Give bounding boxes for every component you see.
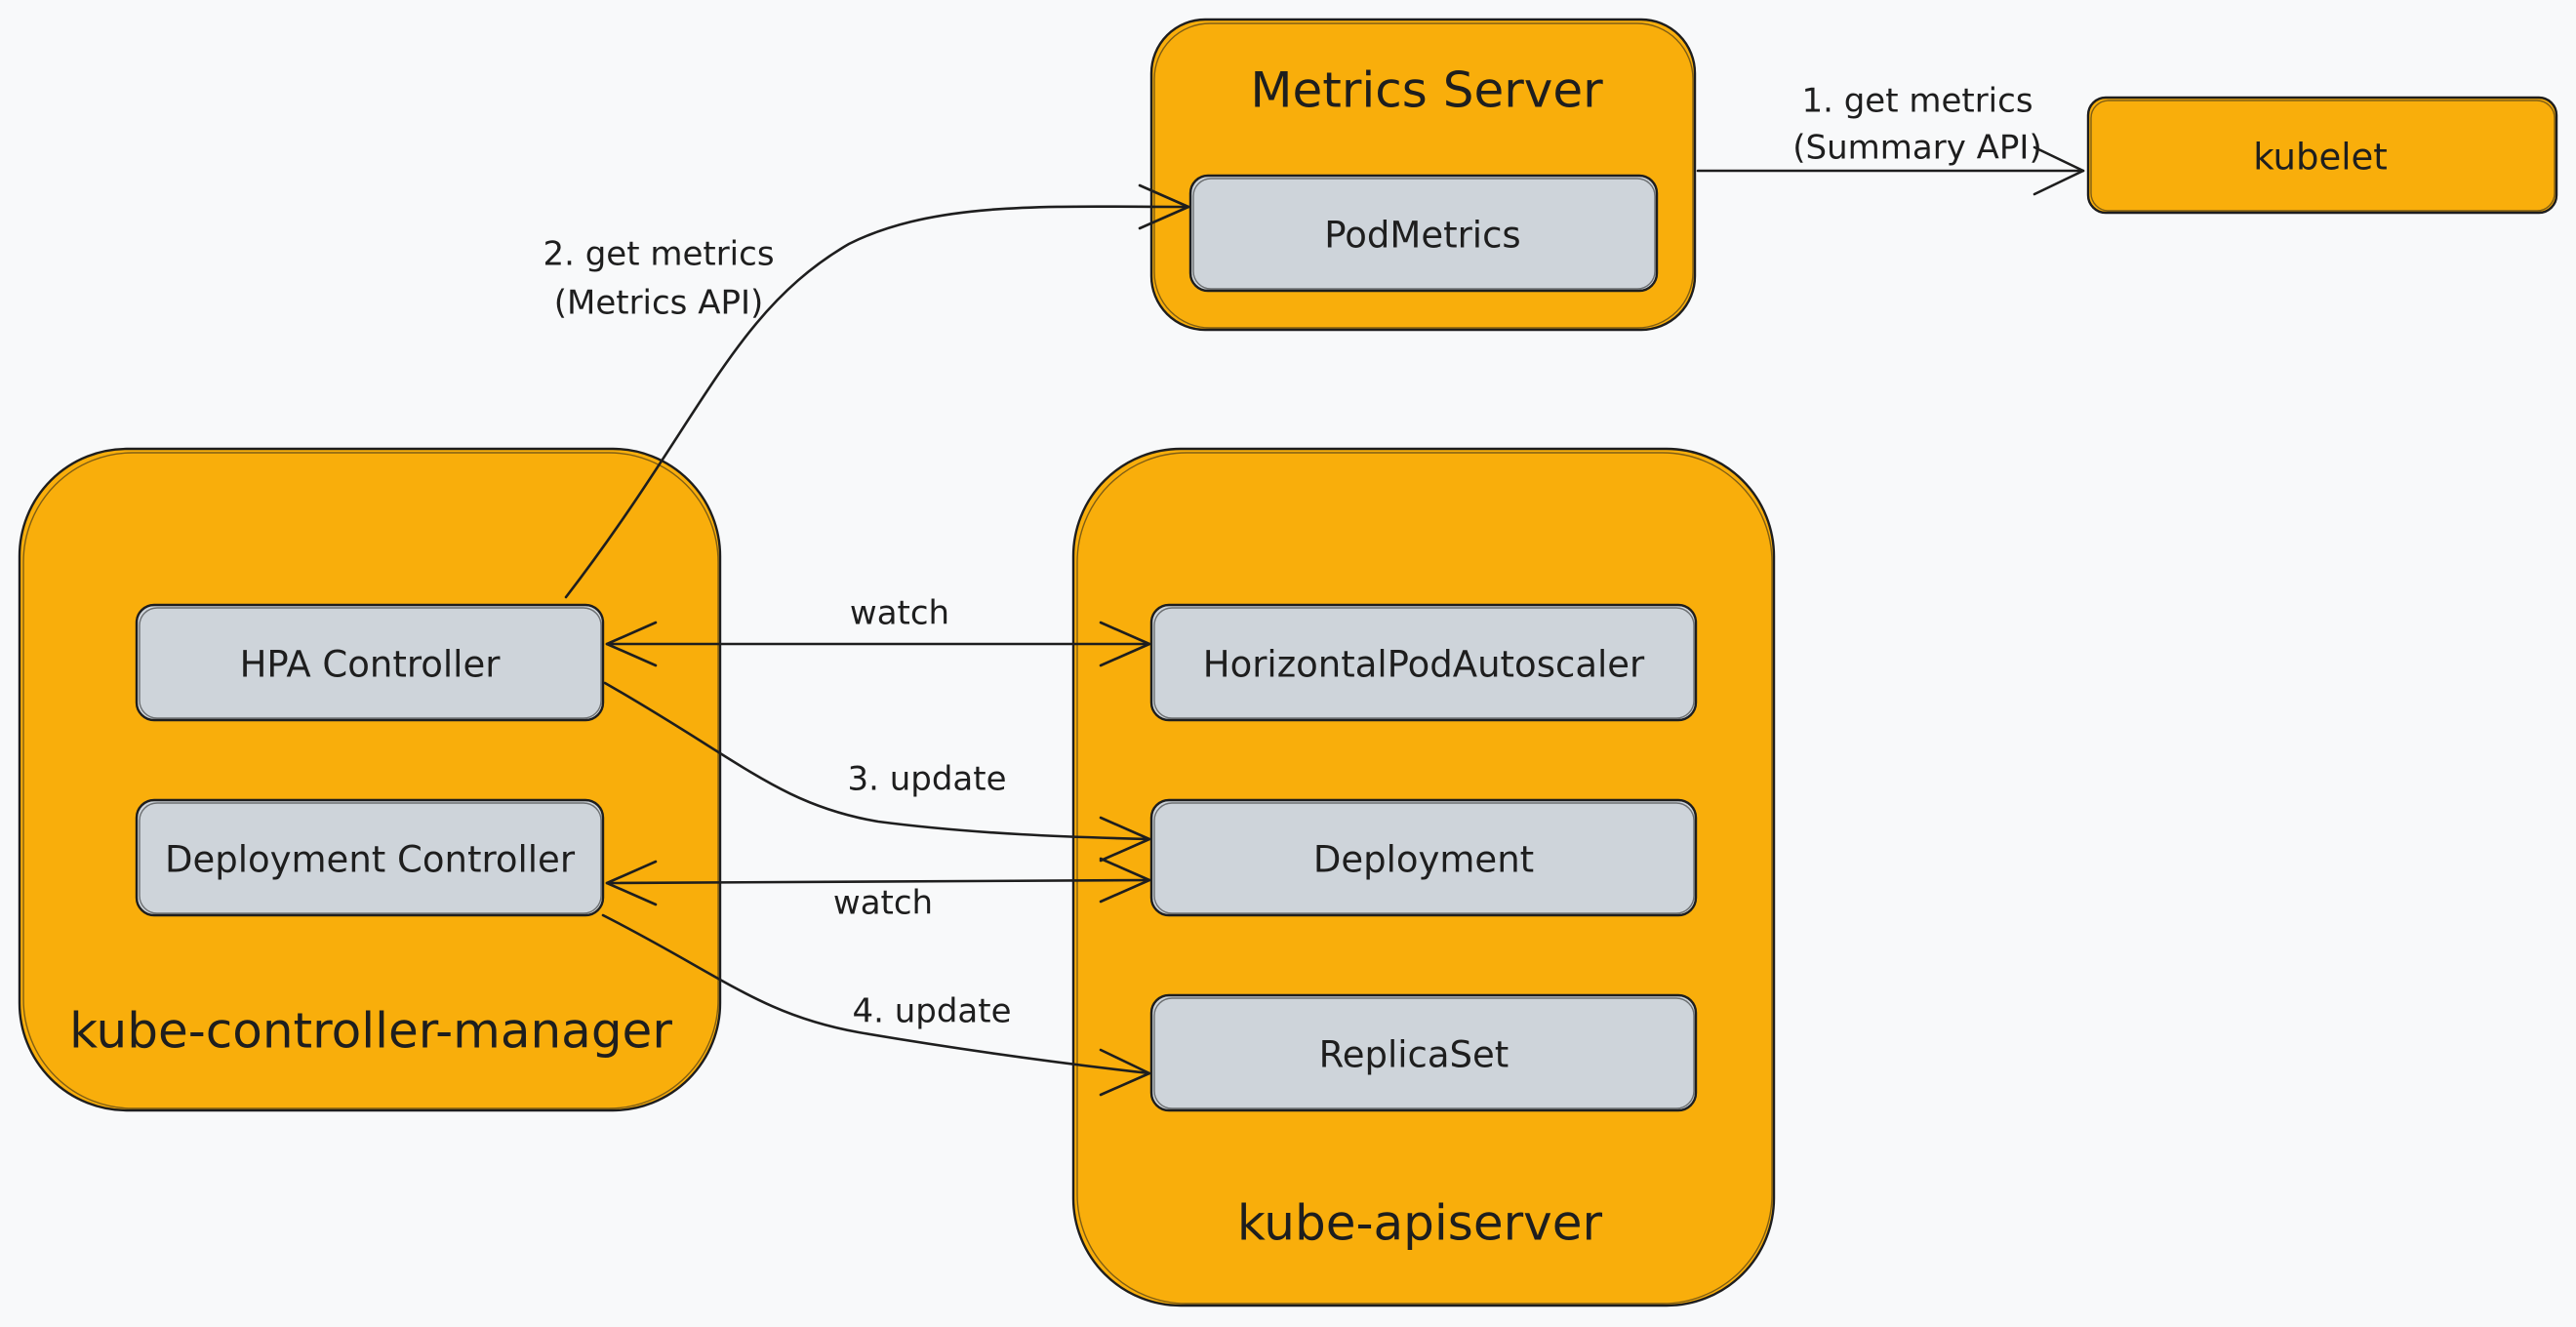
edge-label-get-metrics-summary-line1: 1. get metrics [1801,82,2033,121]
edge-label-watch-deployment: watch [833,884,933,923]
edge-watch-hpa: watch [605,594,1151,667]
deployment-label: Deployment [1313,839,1534,881]
edge-get-metrics-metrics: 2. get metrics (Metrics API) [543,183,1190,599]
horizontal-pod-autoscaler-node: HorizontalPodAutoscaler [1149,603,1698,722]
edge-update-deployment: 3. update [603,681,1151,863]
pod-metrics-label: PodMetrics [1324,215,1520,257]
kube-apiserver-title: kube-apiserver [1237,1195,1603,1252]
hpa-controller-node: HPA Controller [135,603,605,722]
horizontal-pod-autoscaler-label: HorizontalPodAutoscaler [1203,644,1645,686]
edge-watch-deployment: watch [605,857,1151,923]
edge-label-get-metrics-metrics-line2: (Metrics API) [554,284,764,323]
edge-label-get-metrics-summary-line2: (Summary API) [1792,129,2041,168]
edge-label-update-deployment: 3. update [847,760,1006,799]
edge-update-replicaset: 4. update [601,913,1151,1097]
replica-set-node: ReplicaSet [1149,993,1698,1112]
edge-label-update-replicaset: 4. update [852,992,1011,1031]
deployment-controller-node: Deployment Controller [135,798,605,917]
kube-controller-manager-title: kube-controller-manager [69,1003,672,1060]
edge-label-watch-hpa: watch [850,594,949,633]
kubelet-label: kubelet [2253,137,2388,179]
pod-metrics-node: PodMetrics [1188,174,1659,293]
edge-label-get-metrics-metrics-line1: 2. get metrics [543,235,774,274]
deployment-controller-label: Deployment Controller [165,839,576,881]
edge-get-metrics-summary: 1. get metrics (Summary API) [1696,82,2085,196]
deployment-node: Deployment [1149,798,1698,917]
kube-controller-manager-container: kube-controller-manager [18,447,722,1112]
replica-set-label: ReplicaSet [1319,1034,1509,1076]
kubelet-node: kubelet [2086,96,2558,215]
hpa-controller-label: HPA Controller [240,644,502,686]
metrics-server-title: Metrics Server [1250,62,1603,119]
